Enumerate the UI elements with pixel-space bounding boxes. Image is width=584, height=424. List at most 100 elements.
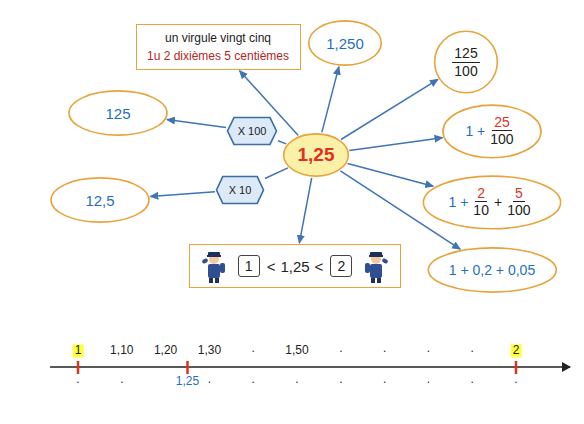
- callout-bubble: 1 +25100: [442, 104, 542, 159]
- node-text: 1,250: [326, 35, 364, 52]
- node-content: 125: [105, 105, 130, 122]
- node-content: 1 + 0,2 + 0,05: [449, 262, 535, 278]
- dot-mark: .: [381, 342, 388, 355]
- node-text: X 10: [229, 184, 252, 196]
- icon-part: [370, 264, 382, 278]
- number-label: 2: [511, 344, 522, 357]
- connector: [299, 178, 311, 243]
- node-text: 12,5: [85, 192, 114, 209]
- node-content: 125100: [449, 45, 482, 78]
- node-text: 125: [105, 105, 130, 122]
- node-content: un virgule vingt cinq1u 2 dixièmes 5 cen…: [147, 29, 289, 65]
- icon-part: [209, 278, 213, 283]
- ellipse-shape: [309, 21, 382, 65]
- text-box: un virgule vingt cinq1u 2 dixièmes 5 cen…: [136, 24, 301, 70]
- dot-mark: .: [250, 342, 257, 355]
- number-label: 1,10: [108, 344, 135, 357]
- node-text: 125: [452, 45, 479, 62]
- number-label: 1,20: [152, 344, 179, 357]
- node-text: un virgule vingt cinq: [165, 29, 271, 47]
- node-content: 1,250: [326, 35, 364, 52]
- icon-part: [382, 258, 389, 264]
- callout-bubble: 1 +210+5100: [422, 175, 562, 230]
- node-text: +: [494, 194, 502, 210]
- callout-bubble: 1 + 0,2 + 0,05: [427, 247, 558, 293]
- node-text: 1u 2 dixièmes 5 centièmes: [147, 47, 289, 65]
- node-content: 1 +210+5100: [449, 185, 536, 218]
- fraction: 125100: [452, 45, 479, 78]
- number-label: 1,50: [283, 344, 310, 357]
- dot-mark: .: [381, 373, 388, 386]
- node-content: X 10: [229, 184, 252, 196]
- icon-part: [201, 258, 208, 264]
- node-text: 100: [505, 202, 532, 218]
- node-text: <: [315, 258, 324, 275]
- dot-mark: .: [118, 373, 125, 386]
- number-label: 1,25: [174, 375, 201, 388]
- ellipse-shape: [51, 178, 149, 222]
- dot-mark: .: [337, 373, 344, 386]
- number-label: 1,30: [196, 344, 223, 357]
- connector: [278, 141, 286, 144]
- hexagon-shape: [228, 118, 277, 145]
- fraction: 210: [471, 185, 491, 218]
- icon-part: [208, 264, 220, 278]
- ellipse-shape: [69, 91, 167, 135]
- ellipse-outline: [422, 175, 562, 230]
- node-content: 1 +25100: [465, 114, 518, 147]
- tick: [186, 361, 189, 374]
- dot-mark: .: [425, 373, 432, 386]
- node-content: 12,5: [85, 192, 114, 209]
- node-text: 100: [452, 63, 479, 79]
- operator-hexagon: X 10: [216, 176, 264, 204]
- ellipse-shape: [428, 248, 556, 292]
- icon-part: [208, 252, 220, 256]
- connector: [341, 79, 438, 139]
- text-box: 1: [238, 255, 260, 277]
- node-text: 2: [337, 258, 345, 274]
- node-text: 25: [492, 114, 512, 131]
- text-box: 2: [330, 255, 352, 277]
- callout-bubble: 1,25: [283, 133, 349, 177]
- tick: [515, 361, 518, 374]
- icon-part: [365, 263, 370, 273]
- node-text: 1,25: [298, 144, 335, 166]
- operator-hexagon: X 100: [227, 117, 277, 145]
- ellipse-shape: [443, 105, 541, 158]
- icon-part: [369, 255, 383, 257]
- tick: [77, 361, 80, 374]
- dot-mark: .: [74, 373, 81, 386]
- dot-mark: .: [206, 373, 213, 386]
- fraction: 5100: [505, 185, 532, 218]
- callout-bubble: 125100: [434, 30, 498, 94]
- ellipse-shape: [423, 176, 560, 229]
- dot-mark: .: [469, 373, 476, 386]
- icon-part: [220, 263, 225, 273]
- node-text: 1 + 0,2 + 0,05: [449, 262, 535, 278]
- connector: [167, 120, 226, 128]
- connector: [348, 163, 434, 186]
- ellipse-shape: [284, 134, 349, 176]
- police-icon: [201, 249, 227, 283]
- node-content: X 100: [238, 125, 267, 137]
- node-content: 2: [337, 258, 345, 274]
- node-text: 1: [245, 258, 253, 274]
- node-text: 1,25: [280, 258, 309, 275]
- callout-bubble: 125: [68, 90, 168, 136]
- callout-bubble: 12,5: [50, 177, 150, 223]
- icon-part: [370, 252, 382, 256]
- number-label: 1: [73, 344, 84, 357]
- icon-part: [207, 255, 221, 257]
- dot-mark: .: [250, 373, 257, 386]
- icon-part: [371, 278, 375, 283]
- axis-line: [50, 366, 570, 367]
- node-content: 1: [245, 258, 253, 274]
- node-text: 100: [488, 131, 515, 147]
- node-text: <: [267, 258, 276, 275]
- node-text: 10: [471, 202, 491, 218]
- node-text: 1 +: [449, 194, 469, 210]
- dot-mark: .: [512, 373, 519, 386]
- dot-mark: .: [337, 342, 344, 355]
- node-content: 1,25: [298, 144, 335, 166]
